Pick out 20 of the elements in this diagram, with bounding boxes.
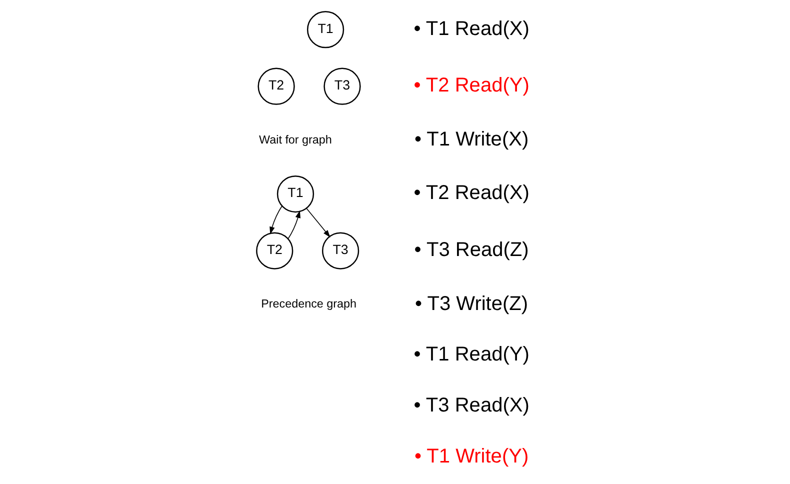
node-circle: T3	[324, 68, 361, 105]
node-circle: T1	[276, 175, 314, 213]
label: • T2 Read(X)	[414, 182, 530, 204]
label: Precedence graph	[261, 298, 357, 311]
label: • T3 Write(Z)	[415, 292, 528, 315]
label: • T3 Read(X)	[414, 394, 530, 417]
label: • T1 Read(X)	[414, 18, 530, 40]
node-circle: T3	[322, 232, 360, 270]
node-circle: T1	[306, 11, 344, 48]
label: Wait for graph	[259, 133, 332, 146]
label: • T3 Read(Z)	[414, 238, 529, 261]
node-circle: T2	[258, 68, 295, 105]
arrow	[270, 206, 282, 234]
arrow	[306, 208, 330, 238]
label: • T1 Read(Y)	[414, 344, 530, 366]
label: • T1 Write(X)	[414, 128, 529, 150]
node-circle: T2	[256, 232, 294, 270]
arrow	[288, 210, 300, 240]
label: • T2 Read(Y)	[414, 74, 530, 97]
label: • T1 Write(Y)	[414, 445, 529, 468]
